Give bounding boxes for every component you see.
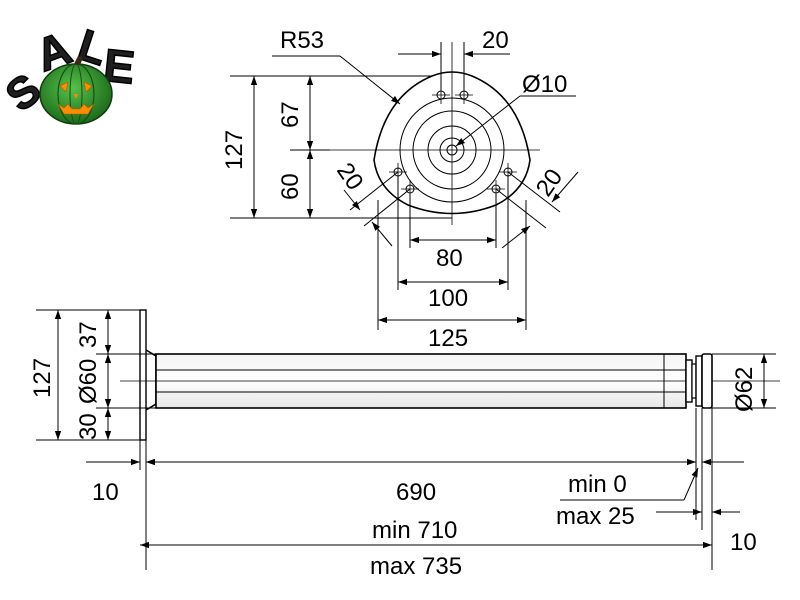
offset-left-label: 10: [92, 479, 119, 506]
plate-width-80: 80: [436, 245, 463, 272]
tube-length-label: 690: [396, 479, 436, 506]
overall-max-label: max 735: [370, 553, 462, 580]
adjust-max-label: max 25: [556, 503, 635, 530]
plate-width-100: 100: [428, 285, 468, 312]
side-height-top: 37: [75, 321, 102, 348]
plate-spacing-right-diag: 20: [531, 164, 568, 201]
plate-spacing-left-diag: 20: [331, 158, 368, 195]
plate-height-lower: 60: [277, 173, 304, 200]
sale-badge: S A L E: [0, 20, 138, 125]
foot-diameter: Ø62: [731, 367, 758, 412]
plate-view: R53 20 Ø10 127 67 60 20 20: [221, 27, 579, 352]
side-height-bottom: 30: [75, 413, 102, 440]
plate-width-125: 125: [428, 325, 468, 352]
adjust-min-label: min 0: [568, 471, 627, 498]
plate-height-total: 127: [221, 130, 248, 170]
hole-spacing-top: 20: [482, 27, 509, 54]
plate-height-upper: 67: [277, 101, 304, 128]
overall-min-label: min 710: [372, 517, 457, 544]
side-tube-diameter: Ø60: [75, 359, 102, 404]
side-height-total: 127: [29, 358, 56, 398]
pumpkin-icon: [39, 56, 113, 125]
offset-right-label: 10: [730, 529, 757, 556]
hole-diameter-label: Ø10: [522, 71, 567, 98]
side-view: 127 37 Ø60 30 Ø62 10 690 min 0 max 25: [29, 309, 780, 580]
mounting-holes: [389, 86, 517, 198]
mounting-plate-side: [139, 309, 147, 441]
radius-label: R53: [280, 27, 324, 54]
adjustable-foot: [685, 353, 713, 409]
